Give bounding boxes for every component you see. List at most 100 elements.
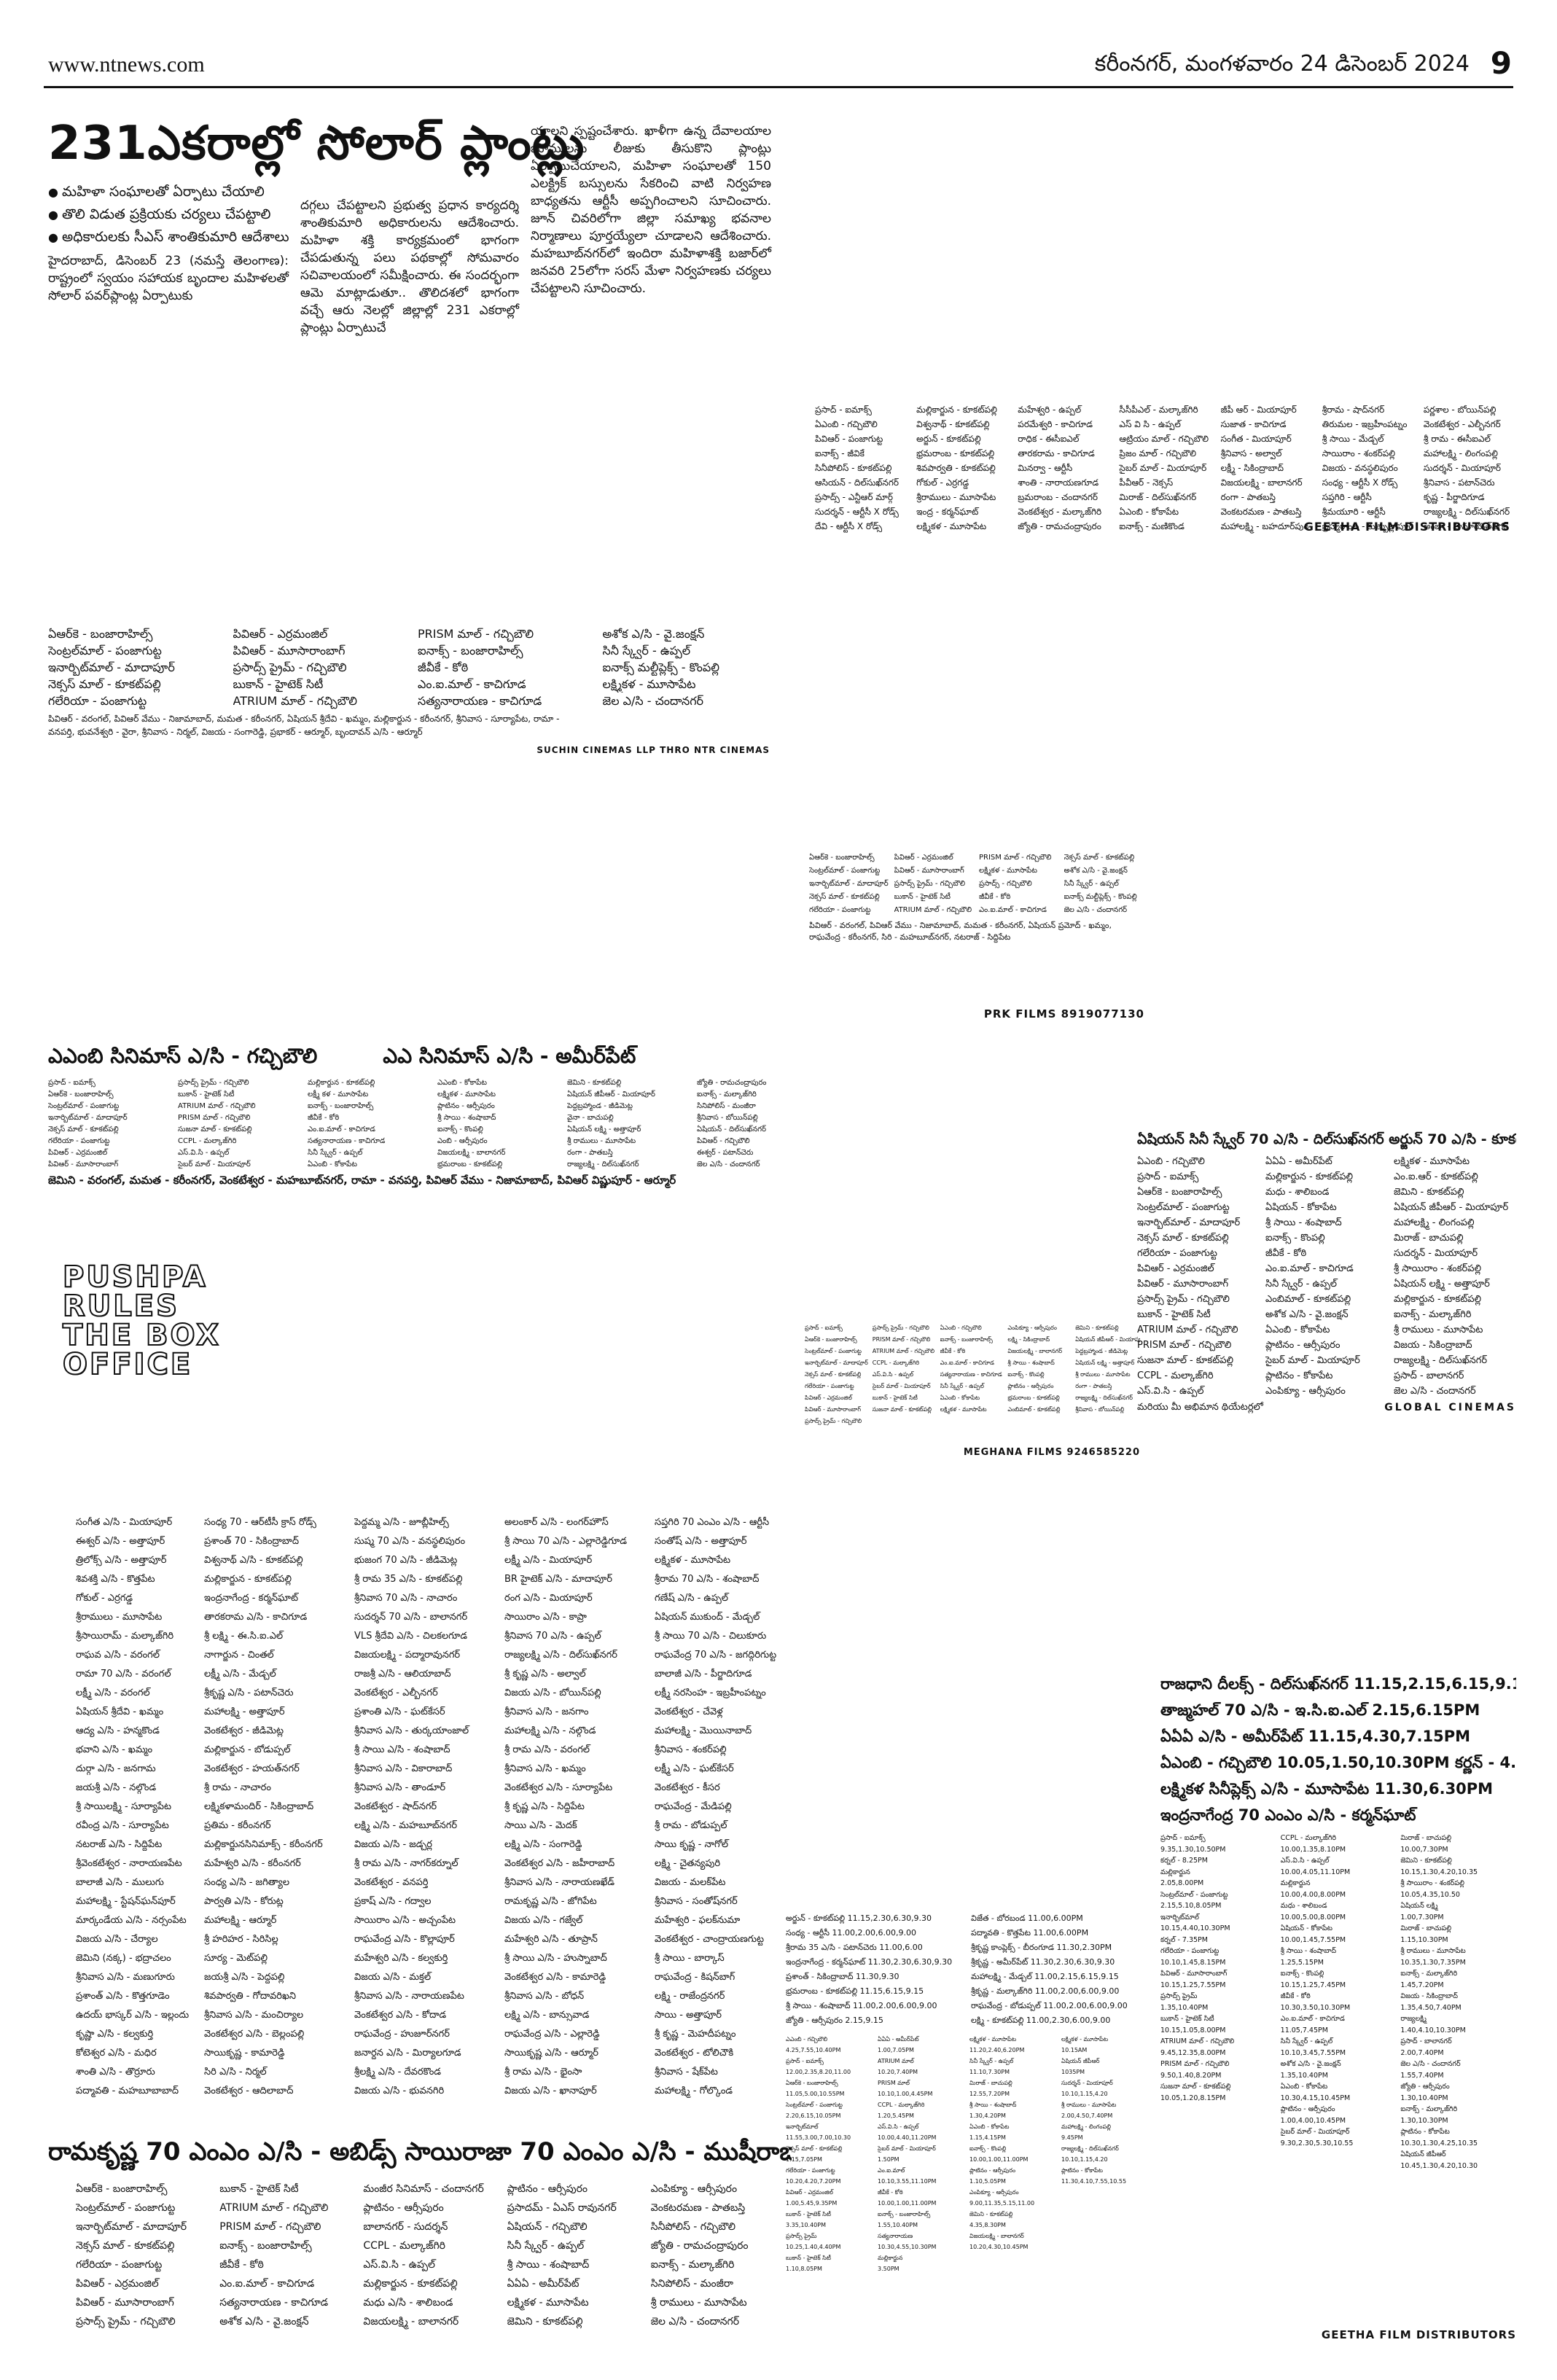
site-url[interactable]: www.ntnews.com: [48, 52, 205, 77]
timing-row: సంధ్య - ఆర్టీసీ 11.00,2.00,6.00,9.00: [786, 1928, 916, 1938]
timing-item: బుకాన్ - హైటెక్ సిటీ: [786, 2255, 831, 2261]
timing-item: [1061, 2242, 1150, 2252]
timing-item: ప్రసాద్స్ ప్రైమ్: [1160, 1992, 1198, 2000]
theatre-item: పివిఆర్ - మూసారాంబాగ్: [233, 644, 346, 658]
theatre-item: అలంకార్ ఎ/సి - లంగర్‌హౌస్: [504, 1517, 609, 1528]
theatre-item: ఇనార్బిట్‌మాల్ - మాదాపూర్: [76, 2221, 187, 2233]
theatre-item: శ్రీ సాయిరాం - శంకర్‌పల్లి: [1394, 1263, 1481, 1274]
timing-item: 10.30,4.55,10.30PM: [878, 2244, 937, 2250]
theatre-item: ఏఎంబి - గచ్చిబౌలి: [815, 419, 878, 429]
district-list: పివిఆర్ - వరంగల్, పివిఆర్ వేము - నిజామాబ…: [809, 921, 1112, 942]
theatre-item: శ్రీ రాములు - మూసాపేట: [650, 2297, 747, 2309]
theatre-item: ఎంబిమాల్ - కూకట్‌పల్లి: [1007, 1406, 1061, 1413]
timing-item: 9.45PM: [1061, 2134, 1083, 2141]
ad-big-list-bottom: ఏఆర్‌కె - బంజారాహిల్స్బుకాన్ - హైటెక్ సి…: [76, 2180, 790, 2340]
timing-item: సైబర్ మాల్ - మియాపూర్: [1280, 2128, 1350, 2136]
theatre-item: ఏఎంబి - గచ్చిబౌలి: [940, 1324, 982, 1331]
theatre-item: వెంకటేశ్వర ఎ/సి - సూర్యాపేట: [504, 1782, 613, 1793]
theatre-item: శ్రీనివాస ఎ/సి - మంచిర్యాల: [204, 2010, 304, 2021]
theatre-item: రాఘవేంద్ర 70 ఎ/సి - జగద్గిరిగుట్ట: [655, 1650, 777, 1661]
timing-item: 10.15,1.05,8.00PM: [1160, 2026, 1226, 2034]
ad-timings-mid: అర్జున్ - కూకట్‌పల్లి 11.15,2.30,6.30,9.…: [786, 1911, 1150, 2349]
theatre-item: ఈశ్వర్ - పటాన్‌చెరు: [697, 1149, 754, 1157]
theatre-item: రాజ్యలక్ష్మి - దిల్‌సుఖ్‌నగర్: [1394, 1355, 1488, 1366]
theatre-item: ప్రసాద్ - ఐమాక్స్: [805, 1324, 843, 1331]
theatre-item: ఎం.ఐ.మాల్ - కాచిగూడ: [418, 677, 526, 691]
timing-item: 2.00,7.40PM: [1400, 2048, 1444, 2057]
theatre-item: ఎఎంబి - కోకాపేట: [437, 1079, 487, 1087]
timing-item: జ్యోతి - ఆర్సీపురం: [1400, 2083, 1450, 2091]
theatre-item: మహాలక్ష్మి ఎ/సి - నల్గొండ: [504, 1725, 596, 1736]
theatre-item: ప్రశాంత్ 70 - సికింద్రాబాద్: [204, 1536, 300, 1547]
theatre-item: PRISM మాల్ - గచ్చిబౌలి: [1137, 1340, 1232, 1351]
theatre-item: ఏఎంబి - కోకాపేట: [1119, 507, 1179, 517]
theatre-item: శ్రీనివాస ఎ/సి - బోధన్: [504, 1991, 585, 2002]
ad-big-list: సంగీత ఎ/సి - మియాపూర్సంధ్య 70 - ఆర్‌టీసీ…: [76, 1513, 805, 2126]
theatre-item: సాయికృష్ణ ఎ/సి - ఆర్మూర్: [504, 2048, 598, 2059]
timing-item: జెమిని - కూకట్‌పల్లి: [969, 2211, 1013, 2217]
theatre-item: జెల ఎ/సి - చందానగర్: [1064, 906, 1128, 914]
theatre-item: ఎం.ఐ.మాల్ - కాచిగూడ: [940, 1359, 994, 1366]
theatre-item: సినీ స్క్వేర్ - ఉప్పల్: [1064, 880, 1119, 888]
timing-item: ప్లాటినం - ఆర్సీపురం: [1280, 2105, 1335, 2113]
theatre-item: శ్రీ సాయి ఎ/సి - హుస్నాబాద్: [504, 1953, 607, 1964]
theatre-item: శ్రీసాయిరామ్ - మల్కాజ్‌గిరి: [76, 1631, 174, 1642]
theatre-item: శ్రీనివాస - బోయిన్‌పల్లి: [1075, 1406, 1125, 1413]
timing-item: [1160, 2126, 1276, 2138]
timing-item: [969, 2263, 1058, 2274]
theatre-item: వెంకటేశ్వర - ఎల్బీనగర్: [354, 1688, 438, 1698]
timing-item: 10.00,7.30PM: [1400, 1845, 1448, 1854]
timing-item: [1160, 2149, 1276, 2161]
timing-item: [969, 2252, 1058, 2263]
theatre-item: సాయిరాం ఎ/సి - అచ్చంపేట: [354, 1915, 456, 1926]
banner-list: రాజధాని దీలక్స్ - దిల్‌సుఖ్‌నగర్ 11.15,2…: [1160, 1671, 1516, 1828]
timing-item: PRISM మాల్: [878, 2080, 910, 2086]
timing-item: జీవీకే - కోఠి: [878, 2189, 903, 2196]
theatre-item: మినర్వా - ఆర్టీసీ: [1018, 463, 1073, 473]
theatre-item: ఏఆర్‌కె - బంజారాహిల్స్: [48, 627, 153, 641]
theatre-item: ఎంబిమాల్ - కూకట్‌పల్లి: [1265, 1294, 1351, 1305]
timing-item: ఏఆర్‌కె - బంజారాహిల్స్: [786, 2080, 838, 2086]
timing-item: ఏషియన్ జీపీఆర్: [1061, 2058, 1100, 2064]
theatre-item: ATRIUM మాల్ - గచ్చిబౌలి: [894, 906, 972, 914]
timing-item: 1.00,5.45,9.35PM: [786, 2200, 838, 2207]
theatre-item: లక్ష్మీ నరసింహ - ఇబ్రహీంపట్నం: [655, 1688, 766, 1698]
timing-item: [1160, 2115, 1276, 2127]
theatre-item: లక్ష్మికళ - మూసాపేట: [1394, 1156, 1470, 1167]
theatre-item: శ్రీ సాయి 70 ఎ/సి - చిలుకూరు: [655, 1631, 767, 1642]
timing-item: 9.00,11.35,5.15,11.00: [969, 2200, 1035, 2207]
theatre-item: సత్యనారాయణ - కాచిగూడ: [418, 694, 542, 708]
theatre-item: తారకరామ ఎ/సి - కాచిగూడ: [204, 1612, 308, 1623]
theatre-item: బుకాన్ - హైటెక్ సిటీ: [233, 677, 324, 691]
theatre-item: జీవీకే - కోఠి: [979, 893, 1011, 901]
theatre-item: మహేశ్వరి - ఉప్పల్: [1018, 405, 1082, 415]
theatre-item: ఏషియన్ ముకుంద్ - మేడ్చల్: [655, 1612, 760, 1623]
timing-item: శ్రీ రాములు - మూసాపేట: [1061, 2102, 1117, 2108]
theatre-item: జ్యోతి - రామచంద్రాపురం: [1018, 521, 1101, 531]
theatre-item: ఎస్.వి.సి - ఉప్పల్: [872, 1371, 914, 1378]
theatre-item: శ్రీనివాస - శంకర్‌పల్లి: [655, 1744, 727, 1755]
timing-row: శ్రీరామ 35 ఎ/సి - పటాన్‌చెరు 11.00,6.00: [786, 1943, 923, 1952]
timing-item: 10.10,1.15,4.20: [1061, 2156, 1108, 2163]
theatre-item: సినిపోలిస్ - మంజీరా: [697, 1102, 756, 1110]
theatre-item: పెద్దమ్మ ఎ/సి - జూబ్లీహిల్స్: [354, 1517, 449, 1528]
timing-item: గలేరియా - పంజాగుట్ట: [1160, 1947, 1220, 1955]
timing-item: 10.05,1.20,8.15PM: [1160, 2094, 1226, 2102]
theatre-item: మహాలక్ష్మి - గోల్కొండ: [655, 2086, 733, 2096]
theatre-item: CCPL - మల్కాజ్‌గిరి: [178, 1137, 237, 1145]
theatre-item: [1075, 1416, 1140, 1427]
theatre-item: శ్రీ సాయి 70 ఎ/సి - ఎల్లారెడ్డిగూడ: [504, 1536, 627, 1547]
article-bullets: మహిళా సంఘాలతో ఏర్పాటు చేయాలి తొలి విడుత …: [48, 181, 289, 249]
theatre-item: శ్రీనివాస ఎ/సి - ఖమ్మం: [504, 1763, 586, 1774]
theatre-list: ఏఆర్‌కె - బంజారాహిల్స్పివిఆర్ - ఎర్రమంజి…: [48, 625, 777, 709]
theatre-item: అర్జున్ - కూకట్‌పల్లి: [916, 434, 981, 444]
theatre-item: శ్రీ రామ - బోడుప్పల్: [655, 1820, 727, 1831]
timing-item: PRISM మాల్ - గచ్చిబౌలి: [1160, 2060, 1230, 2068]
timing-item: ప్రసాద్ - ఐమాక్స్: [786, 2058, 824, 2064]
theatre-item: మల్లికార్జునసినిమాక్స్ - కరీంనగర్: [204, 1839, 323, 1850]
theatre-item: అశోక ఎ/సి - వై.జంక్షన్: [602, 627, 705, 641]
theatre-item: పివిఆర్ - మూసారాంబాగ్: [48, 1160, 119, 1168]
timing-item: 11.05,5.00,10.55PM: [786, 2091, 845, 2097]
theatre-item: శ్రీ సాయి - శంషాబాద్: [1265, 1217, 1342, 1228]
theatre-item: రాజ్యలక్ష్మి - దిల్‌సుఖ్‌నగర్: [567, 1160, 639, 1168]
